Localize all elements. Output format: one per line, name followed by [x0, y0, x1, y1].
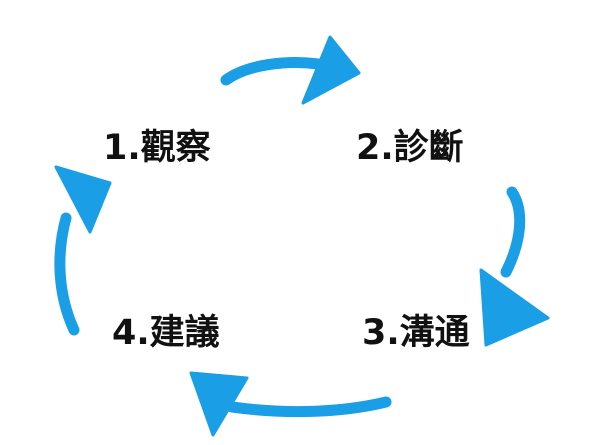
arrow-diagnose-to-communicate [479, 186, 550, 347]
arrow-observe-to-diagnose [220, 35, 361, 105]
step-observe: 1.觀察 [103, 128, 211, 168]
step-communicate: 3.溝通 [362, 313, 470, 353]
step-diagnose: 2.診斷 [356, 128, 464, 168]
arrow-advise-to-observe [54, 165, 112, 336]
step-advise: 4.建議 [112, 313, 220, 353]
arrow-communicate-to-advise [189, 371, 392, 437]
